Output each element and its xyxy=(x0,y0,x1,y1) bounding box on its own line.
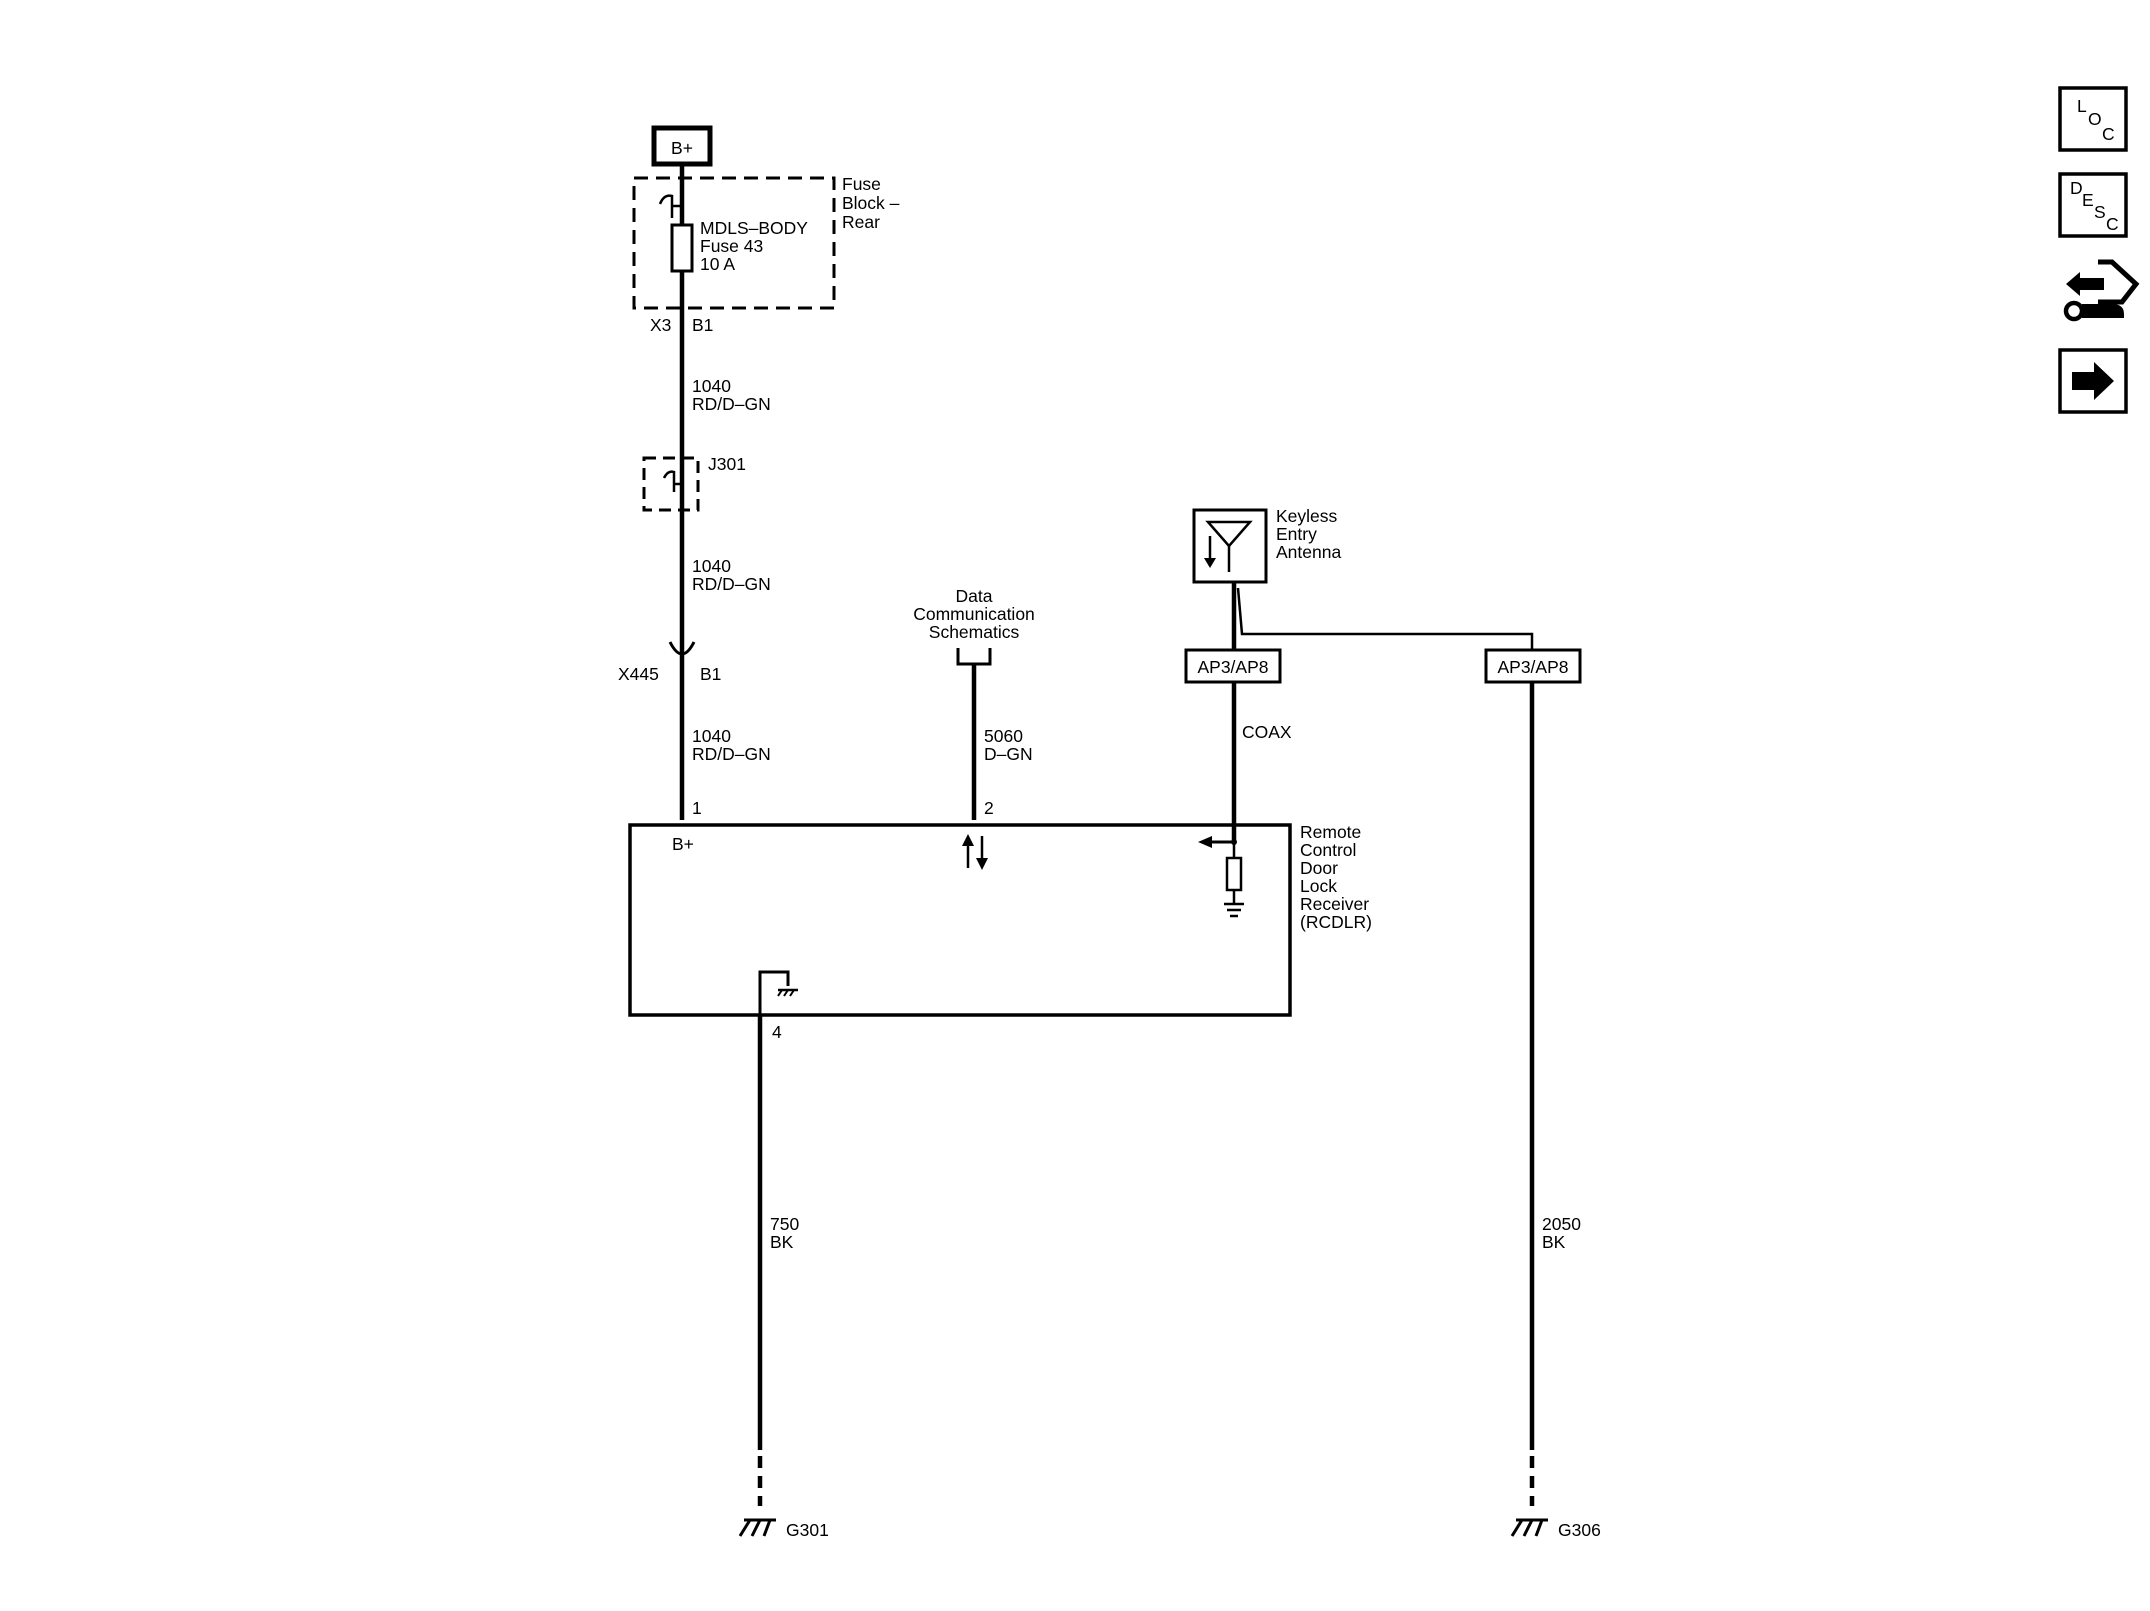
data-down-arrow-icon xyxy=(976,858,988,870)
wire-5060-circuit: 5060 xyxy=(984,726,1023,746)
wire-1040a-color: RD/D–GN xyxy=(692,394,771,414)
wire-1040a-circuit: 1040 xyxy=(692,376,731,396)
module-name-1: Control xyxy=(1300,840,1356,860)
module-name-4: Receiver xyxy=(1300,894,1369,914)
antenna-label-1: Entry xyxy=(1276,524,1317,544)
loc-letter-0: L xyxy=(2077,96,2087,116)
module-name-0: Remote xyxy=(1300,822,1361,842)
wire-750-color: BK xyxy=(770,1232,794,1252)
ground-g301: G301 xyxy=(738,1518,829,1540)
module-name-2: Door xyxy=(1300,858,1338,878)
antenna-label-2: Antenna xyxy=(1276,542,1341,562)
fuse-block-name-2: Rear xyxy=(842,212,880,232)
ground-g306: G306 xyxy=(1510,1518,1601,1540)
wire-2050-color: BK xyxy=(1542,1232,1566,1252)
side-icon-description[interactable]: D E S C xyxy=(2058,172,2128,238)
power-label: B+ xyxy=(671,138,693,158)
splice-label: J301 xyxy=(708,454,746,474)
splice-j301: J301 xyxy=(642,454,746,512)
desc-letter-2: S xyxy=(2094,202,2106,222)
desc-letter-3: C xyxy=(2106,214,2119,234)
module-name-3: Lock xyxy=(1300,876,1337,896)
ap3-left-label: AP3/AP8 xyxy=(1197,657,1268,677)
module-pin-4: 4 xyxy=(772,1022,782,1042)
wire-1040b-circuit: 1040 xyxy=(692,556,731,576)
connector-ap3-ap8-right: AP3/AP8 xyxy=(1484,648,1582,684)
fuse-pin: B1 xyxy=(692,315,713,335)
data-comm-line-0: Data xyxy=(956,586,993,606)
side-icon-location[interactable]: L O C xyxy=(2058,86,2128,152)
x445-pin: B1 xyxy=(700,664,721,684)
x445-label: X445 xyxy=(618,664,659,684)
fuse-block: Fuse Block – Rear MDLS–BODY Fuse 43 10 A… xyxy=(632,174,900,335)
ground-g301-label: G301 xyxy=(786,1520,829,1540)
load-resistor xyxy=(1225,856,1243,892)
fuse-block-name-1: Block – xyxy=(842,193,900,213)
next-arrow-button[interactable] xyxy=(2058,348,2128,414)
connector-repair-icon[interactable] xyxy=(2063,259,2140,322)
loc-letter-2: C xyxy=(2102,124,2115,144)
keyless-entry-antenna: Keyless Entry Antenna xyxy=(1192,506,1341,584)
wire-2050-circuit: 2050 xyxy=(1542,1214,1581,1234)
module-power-label: B+ xyxy=(672,834,694,854)
wire-5060-color: D–GN xyxy=(984,744,1033,764)
data-up-arrow-icon xyxy=(962,834,974,846)
fuse-symbol xyxy=(670,223,694,273)
coax-label: COAX xyxy=(1242,722,1292,742)
antenna-shield-wire xyxy=(1236,587,1534,650)
loc-letter-1: O xyxy=(2088,109,2102,129)
fuse-connector: X3 xyxy=(650,315,671,335)
antenna-label-0: Keyless xyxy=(1276,506,1338,526)
ap3-right-label: AP3/AP8 xyxy=(1497,657,1568,677)
wire-1040c-circuit: 1040 xyxy=(692,726,731,746)
module-pin-1: 1 xyxy=(692,798,702,818)
power-source: B+ xyxy=(651,125,713,167)
rcdlr-module: 1 2 B+ 4 Remote Control Door Lock Receiv… xyxy=(628,798,1372,1042)
fuse-block-name-0: Fuse xyxy=(842,174,881,194)
next-arrow-icon xyxy=(2072,362,2114,400)
wire-1040b-color: RD/D–GN xyxy=(692,574,771,594)
fuse-label-0: MDLS–BODY xyxy=(700,218,808,238)
module-pin-2: 2 xyxy=(984,798,994,818)
wire-750-circuit: 750 xyxy=(770,1214,799,1234)
wire-1040c-color: RD/D–GN xyxy=(692,744,771,764)
inline-connector-x445: X445 B1 xyxy=(618,641,721,684)
antenna-input-arrow-icon xyxy=(1198,836,1212,848)
connector-ap3-ap8-left: AP3/AP8 xyxy=(1184,648,1282,684)
ground-g306-label: G306 xyxy=(1558,1520,1601,1540)
fuse-label-2: 10 A xyxy=(700,254,735,274)
module-name-5: (RCDLR) xyxy=(1300,912,1372,932)
data-comm-line-1: Communication xyxy=(913,604,1035,624)
data-comm-line-2: Schematics xyxy=(929,622,1020,642)
data-comm-reference[interactable]: Data Communication Schematics xyxy=(913,586,1035,666)
desc-letter-0: D xyxy=(2070,178,2083,198)
desc-letter-1: E xyxy=(2082,190,2094,210)
fuse-label-1: Fuse 43 xyxy=(700,236,763,256)
